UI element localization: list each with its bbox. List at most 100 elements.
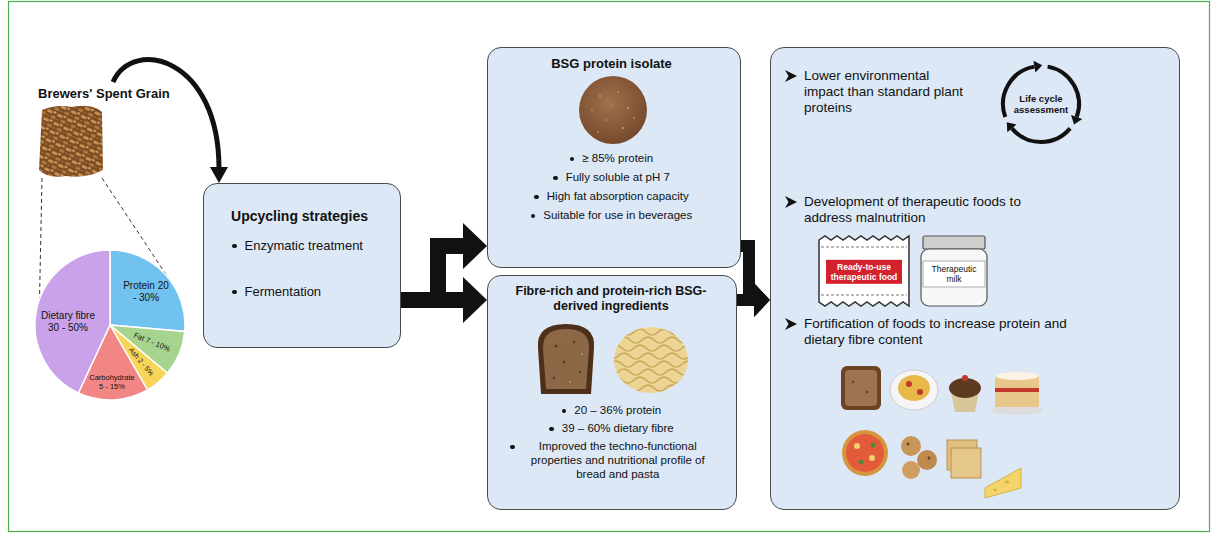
bullet-row: Lower environmental impact than standard… [785,68,985,117]
bread-slice-part [563,361,566,364]
bullet-text: Suitable for use in beverages [543,209,692,223]
heading-text: BSG protein isolate [488,56,735,72]
pie-chart [35,250,185,400]
arrow-head [210,167,228,183]
powder-speckle-part [611,105,613,107]
pie-slice [110,250,185,332]
leader-line [40,178,43,300]
powder-photo [579,76,647,144]
food-photos-part [842,430,888,476]
food-photos-part [841,366,881,410]
product-box: BSG protein isolate ≥ 85% proteinFully so… [487,47,741,268]
outcome-box: Lower environmental impact than standard… [770,47,1180,510]
food-photos-part [947,440,977,470]
bullet-text: ≥ 85% protein [582,152,653,166]
food-photos-part [901,436,921,456]
food-photos-part [993,489,997,492]
food-package-part [819,236,909,306]
bullet-dot [553,176,558,181]
food-photos-part [962,375,968,381]
arrow-head [463,277,487,323]
food-photos-part [845,370,877,406]
food-photos-part [917,389,923,395]
jar-label: Therapeutic milk [925,264,983,284]
pasta-nest-part-part [610,361,694,367]
connector-arrow [113,60,228,183]
bullet-arrow [785,70,797,82]
process-box: Upcycling strategiesEnzymatic treatmentF… [203,183,401,348]
pasta-nest-part-part [606,385,690,391]
bullet-text: Lower environmental impact than standard… [804,68,964,117]
food-photos-part [854,443,860,449]
bullet-text: Fortification of foods to increase prote… [804,316,1096,348]
bullet-text: Improved the techno-functional propertie… [523,440,713,481]
cycle-icon [1003,61,1082,142]
heading-text: Fibre-rich and protein-rich BSG-derived … [511,284,711,314]
powder-speckle-part [597,131,599,133]
bullet-arrow [785,196,797,208]
powder-speckle-part [599,95,601,97]
page-frame [9,2,1210,532]
pie-slice [35,250,110,393]
food-photos-part [869,455,875,461]
grain-photo [39,106,103,177]
powder-speckle-part [633,117,635,119]
bread-slice-part [553,377,556,380]
food-photos-part [906,381,912,387]
food-photos-part [902,461,920,479]
bullet-row: Improved the techno-functional propertie… [488,440,735,481]
bread-slice-part [569,381,571,383]
arrow-head [463,223,487,269]
bullet-dot [570,157,575,162]
bullet-text: Fermentation [245,284,322,300]
food-photos-part [907,443,910,446]
bullet-row: Enzymatic treatment [232,238,392,254]
pasta-nest-part-part [606,369,690,375]
milk-jar-part [923,261,985,287]
cycle-icon-part-part [1071,115,1082,125]
slice-label: Dietary fibre 30 - 50% [36,310,100,334]
powder-speckle-part [622,127,624,129]
connector-arrow [741,246,770,317]
bullet-arrow [785,70,797,82]
bullet-dot [549,427,554,432]
bread-slice-part [559,335,561,337]
pasta-nest-part-part [610,329,694,335]
bullet-row: Fully soluble at pH 7 [488,171,735,185]
food-photos [841,366,1043,498]
bullet-arrow [785,318,797,330]
pasta-nest-part-part [610,345,694,351]
cycle-icon-part [1003,67,1079,142]
milk-jar-part [923,236,985,249]
bread-slice [538,324,594,394]
connector-line [741,246,755,300]
food-photos-part [859,460,864,465]
food-photos-part [871,443,876,448]
food-photos-part [985,468,1021,498]
powder-speckle-part [617,91,619,93]
connector-arrow [401,277,487,323]
heading-text: Brewers' Spent Grain [38,86,170,102]
cycle-icon-part-part [1007,122,1017,132]
bread-slice-part [543,329,589,389]
bullet-text: Enzymatic treatment [245,238,364,254]
bullet-dot [232,290,237,295]
arrow-head [754,283,770,317]
bread-slice-part [573,341,576,344]
pasta-nest-part-part [606,337,690,343]
food-photos-part [991,405,1043,415]
bread-slice-part [581,353,583,355]
bullet-text: 39 – 60% dietary fibre [562,422,674,436]
bullet-row: Suitable for use in beverages [488,209,735,223]
powder-speckle-part [591,109,593,111]
heading-text: Upcycling strategies [204,208,395,225]
slice-label: Protein 20 - 30% [122,280,170,304]
milk-jar [921,236,987,306]
bullet-arrow [785,318,797,330]
food-package [819,236,909,306]
bullet-dot [534,195,539,200]
source-photo: Brewers' Spent Grain [36,82,176,182]
food-photos-part [951,448,981,478]
bullet-row: 20 – 36% protein [488,404,735,418]
connector-line [401,246,464,300]
